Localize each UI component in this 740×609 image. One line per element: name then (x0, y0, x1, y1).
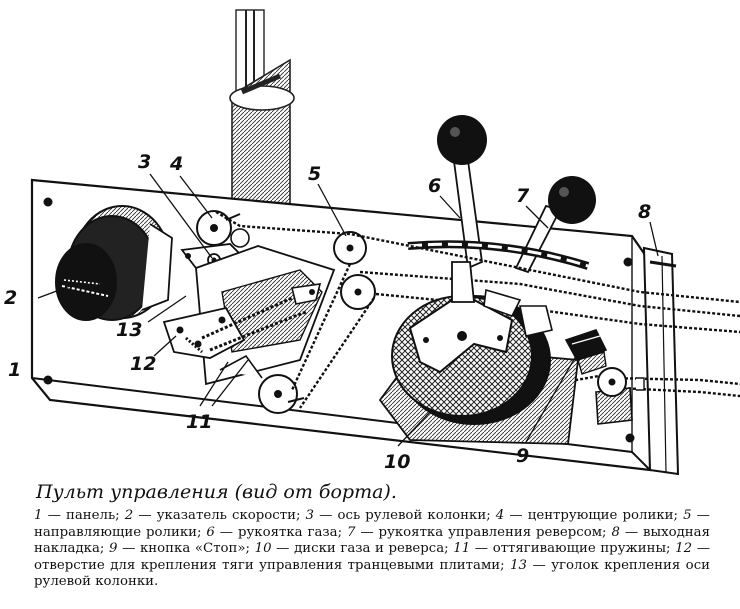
legend-item: 9 — кнопка «Стоп»; (109, 541, 255, 557)
lower-roller (258, 374, 305, 414)
legend-item: 11 — оттягивающие пружины; (453, 541, 676, 557)
reverse-lever (514, 176, 596, 274)
lever-scale (407, 240, 590, 270)
centering-rollers (196, 210, 250, 248)
speed-indicator (55, 205, 173, 321)
output-plate (642, 246, 680, 476)
steering-column (229, 9, 295, 211)
label-10: 10 (384, 451, 410, 473)
label-7: 7 (516, 185, 530, 207)
label-8: 8 (638, 201, 651, 223)
legend-item: 12 — отверстие для крепления тяги управл… (34, 541, 710, 573)
label-5: 5 (308, 163, 321, 185)
legend-item: 1 — панель; (34, 508, 125, 523)
label-3: 3 (138, 151, 151, 173)
guide-rollers (333, 231, 376, 310)
caption-title: Пульт управления (вид от борта). (36, 481, 397, 503)
right-roller (595, 367, 645, 425)
stop-button (564, 329, 608, 375)
caption-legend: 1 — панель; 2 — указатель скорости; 3 — … (34, 508, 710, 591)
control-panel-illustration: 1 2 3 4 5 6 7 8 9 10 11 12 13 (4, 9, 740, 476)
legend-item: 8 — выходная накладка; (34, 524, 710, 557)
throttle-lever (437, 115, 487, 270)
label-2: 2 (4, 287, 17, 309)
legend-item: 7 — рукоятка управления реверсом; (346, 524, 612, 540)
legend-item: 13 — уголок крепления оси рулевой колонк… (34, 557, 711, 590)
spring-mechanism (162, 245, 336, 386)
leader-lines (37, 173, 659, 447)
label-6: 6 (428, 175, 441, 197)
legend-item: 6 — рукоятка газа; (206, 524, 347, 540)
legend-item: 2 — указатель скорости; (124, 508, 306, 523)
label-1: 1 (8, 359, 21, 381)
legend-item: 4 — центрующие ролики; (495, 508, 684, 523)
label-9: 9 (516, 445, 529, 467)
legend-item: 5 — направляющие ролики; (34, 508, 710, 540)
label-12: 12 (130, 353, 156, 375)
label-11: 11 (186, 411, 212, 433)
label-13: 13 (116, 319, 142, 341)
legend-item: 3 — ось рулевой колонки; (305, 508, 496, 523)
throttle-reverse-discs (378, 261, 580, 445)
label-4: 4 (169, 153, 183, 175)
legend-item: 10 — диски газа и реверса; (254, 541, 454, 557)
callout-labels: 1 2 3 4 5 6 7 8 9 10 11 12 13 (4, 151, 651, 473)
